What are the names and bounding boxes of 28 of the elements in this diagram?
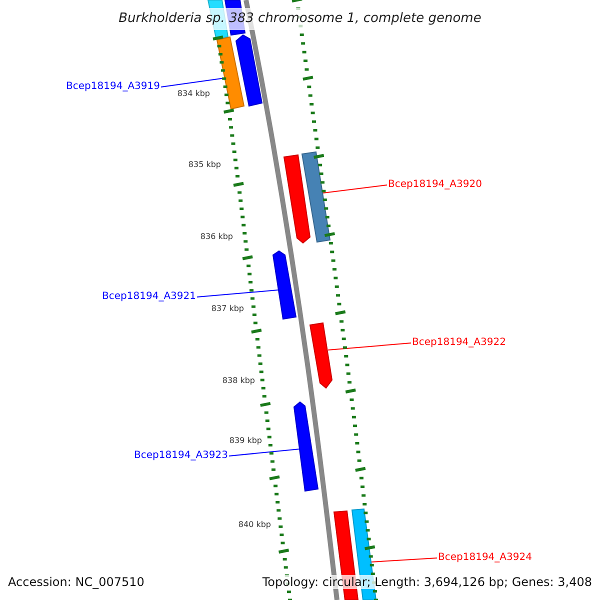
leader-line: [370, 558, 438, 562]
tick-label: 839 kbp: [229, 436, 262, 446]
gene-feature: [309, 322, 333, 389]
leader-line: [228, 448, 300, 456]
leader-line: [322, 184, 388, 194]
gene-label: Bcep18194_A3923: [134, 450, 228, 462]
gene-label: Bcep18194_A3924: [438, 552, 532, 564]
gene-label: Bcep18194_A3919: [66, 81, 160, 93]
gene-feature: [272, 250, 297, 320]
tick-label: 835 kbp: [188, 160, 221, 170]
gene-feature: [293, 401, 319, 492]
gene-feature: [216, 36, 245, 110]
gene-feature: [235, 34, 263, 107]
genome-info-text: Topology: circular; Length: 3,694,126 bp; Genes: 3,408: [262, 575, 592, 589]
accession-text: Accession: NC_007510: [8, 575, 144, 589]
map-title: Burkholderia sp. 383 chromosome 1, complete genome: [118, 10, 482, 27]
gene-feature: [283, 154, 311, 244]
tick-label: 834 kbp: [177, 89, 210, 99]
gene-label: Bcep18194_A3920: [388, 179, 482, 191]
gene-feature: [301, 151, 331, 243]
tick-label: 840 kbp: [238, 520, 271, 530]
gene-label: Bcep18194_A3922: [412, 337, 506, 349]
leader-line: [328, 342, 412, 350]
leader-line: [196, 290, 278, 298]
gene-label: Bcep18194_A3921: [102, 291, 196, 303]
tick-label: 837 kbp: [211, 304, 244, 314]
tick-label: 838 kbp: [222, 376, 255, 386]
tick-label: 836 kbp: [200, 232, 233, 242]
